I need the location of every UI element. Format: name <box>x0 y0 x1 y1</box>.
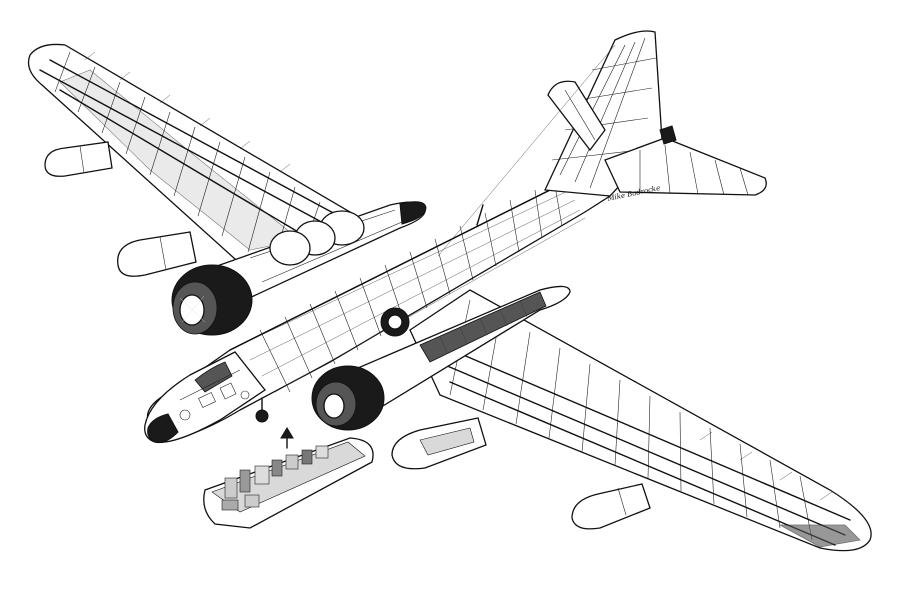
port-wing <box>27 43 356 269</box>
equipment-pallet <box>203 437 374 529</box>
nose-landing-gear <box>255 397 269 423</box>
starboard-outer-pod <box>571 483 651 530</box>
starboard-engine <box>311 285 571 431</box>
port-inner-pod <box>117 231 197 277</box>
port-engine-nacelle <box>198 201 427 301</box>
antenna-wire <box>437 44 616 257</box>
main-landing-gear-wheel <box>380 307 410 337</box>
starboard-horizontal-stabilizer <box>604 125 767 196</box>
port-outer-pod <box>44 141 113 177</box>
starboard-inner-pod <box>391 417 487 470</box>
arrow-up-icon <box>280 427 294 449</box>
starboard-wing <box>409 289 872 552</box>
dorsal-antenna <box>476 204 484 226</box>
cockpit-section <box>144 351 266 443</box>
port-engine-intake <box>171 264 253 336</box>
